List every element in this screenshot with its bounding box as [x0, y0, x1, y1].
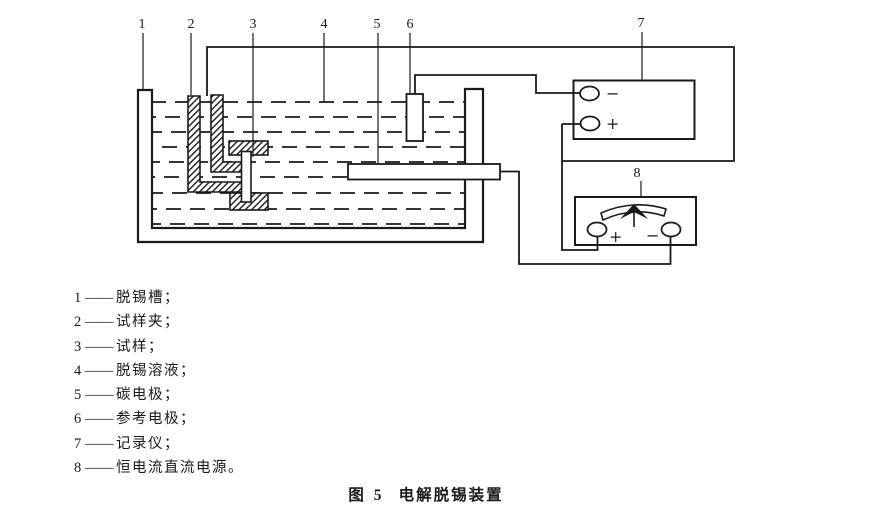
recorder-negative-terminal — [579, 85, 600, 102]
carbon-electrode — [347, 163, 501, 181]
legend-item-number: 8 — [74, 460, 82, 477]
legend-item-dash: —— — [85, 411, 114, 428]
legend-item-label: 脱锡溶液； — [116, 362, 196, 379]
legend-item: 8——恒电流直流电源。 — [74, 456, 244, 480]
figure-number: 图 5 — [348, 487, 385, 504]
wire-carbon-to-power — [500, 170, 672, 265]
legend-item-number: 7 — [74, 435, 82, 452]
legend-item-label: 记录仪； — [116, 435, 180, 452]
test-sample — [240, 150, 252, 203]
part-label-3: 3 — [250, 17, 257, 32]
circuit-wires — [206, 46, 735, 265]
reference-electrode — [405, 93, 424, 142]
power-positive-sign: + — [609, 227, 622, 246]
part-label-4: 4 — [321, 17, 328, 32]
sample-clamp — [187, 94, 269, 211]
tin-stripping-tank — [136, 87, 485, 244]
leader-lines — [142, 32, 643, 197]
legend-item: 2——试样夹； — [74, 310, 244, 334]
meter-needle-head — [620, 204, 648, 219]
figure-title: 电解脱锡装置 — [398, 487, 504, 504]
legend-item-number: 1 — [74, 290, 82, 306]
legend-item-number: 4 — [74, 362, 82, 379]
power-negative-sign: − — [646, 226, 659, 245]
legend-item-label: 恒电流直流电源。 — [116, 460, 244, 477]
wire-junction-to-terminals — [561, 124, 599, 251]
legend-item-label: 试样； — [116, 338, 164, 355]
wire-reference-to-recorder — [414, 74, 580, 94]
legend-item-dash: —— — [85, 362, 114, 379]
legend-item-number: 2 — [74, 314, 82, 331]
legend-item-dash: —— — [85, 435, 114, 452]
recorder-positive-sign: + — [606, 114, 619, 133]
figure-caption: 图 5 电解脱锡装置 — [0, 483, 852, 505]
legend-item-label: 试样夹； — [116, 314, 180, 331]
recorder-positive-terminal — [579, 115, 601, 132]
part-label-7: 7 — [638, 16, 645, 31]
legend-item-dash: —— — [85, 460, 114, 477]
part-label-2: 2 — [188, 17, 195, 32]
legend-item-number: 5 — [74, 387, 82, 404]
legend-item-label: 脱锡槽； — [116, 290, 180, 306]
recorder-negative-sign: − — [606, 84, 619, 103]
legend-item: 5——碳电极； — [74, 383, 244, 407]
part-label-8: 8 — [634, 166, 641, 181]
legend-item-number: 3 — [74, 338, 82, 355]
power-negative-terminal — [660, 221, 682, 238]
legend-item-label: 参考电极； — [116, 411, 196, 428]
part-label-6: 6 — [407, 17, 414, 32]
legend-item-number: 6 — [74, 411, 82, 428]
legend-item-label: 碳电极； — [116, 387, 180, 404]
legend-item: 4——脱锡溶液； — [74, 359, 244, 383]
legend: 1——脱锡槽； 2——试样夹； 3——试样； 4——脱锡溶液； 5——碳电极； … — [74, 286, 244, 480]
clamp-inner-arm — [210, 94, 243, 173]
legend-item-dash: —— — [85, 314, 114, 331]
legend-item: 1——脱锡槽； — [74, 286, 244, 310]
recorder-terminals: − + — [579, 84, 619, 133]
legend-item-dash: —— — [85, 338, 114, 355]
legend-item-dash: —— — [85, 290, 114, 306]
legend-item: 7——记录仪； — [74, 432, 244, 456]
apparatus-diagram: − + + − 1 2 3 4 — [136, 16, 735, 265]
power-supply-meter: + − — [586, 204, 682, 246]
power-positive-terminal — [586, 221, 608, 238]
part-number-labels: 1 2 3 4 5 6 7 8 — [139, 16, 645, 181]
meter-scale-arc — [600, 204, 667, 222]
legend-item: 6——参考电极； — [74, 407, 244, 431]
part-label-5: 5 — [374, 17, 381, 32]
legend-item: 3——试样； — [74, 335, 244, 359]
wire-clamp-to-junction — [206, 46, 735, 162]
part-label-1: 1 — [139, 17, 146, 32]
legend-item-dash: —— — [85, 387, 114, 404]
